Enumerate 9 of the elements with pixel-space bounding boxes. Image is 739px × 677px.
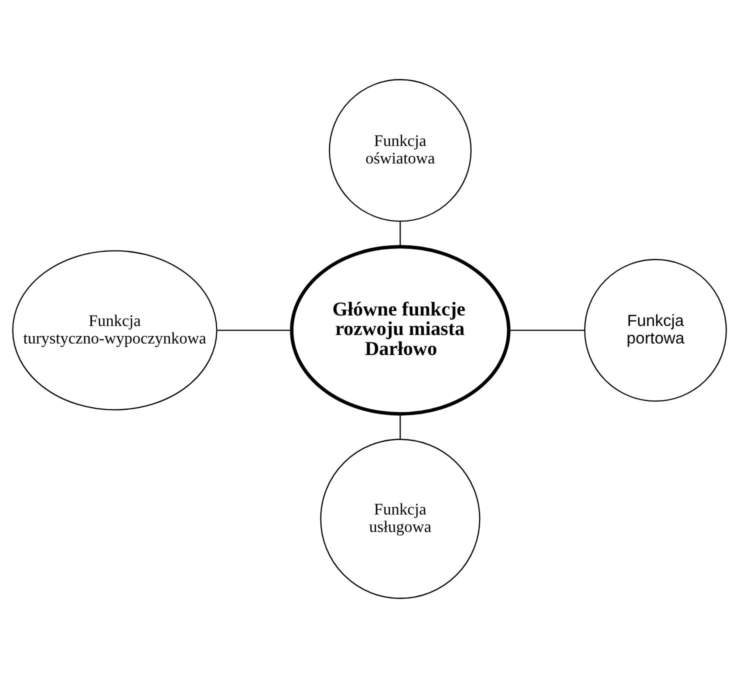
node-ellipse: Funkcja turystyczno-wypoczynkowa: [12, 250, 218, 410]
node-circle: Funkcja portowa: [584, 258, 727, 402]
node-circle: Funkcja usługowa: [320, 438, 480, 598]
node-ellipse: Główne funkcje rozwoju miasta Darłowo: [290, 244, 510, 416]
connector: [400, 220, 401, 246]
connector: [400, 414, 401, 439]
node-circle: Funkcja oświatowa: [328, 78, 472, 222]
connector: [508, 329, 584, 330]
connector: [217, 329, 292, 330]
